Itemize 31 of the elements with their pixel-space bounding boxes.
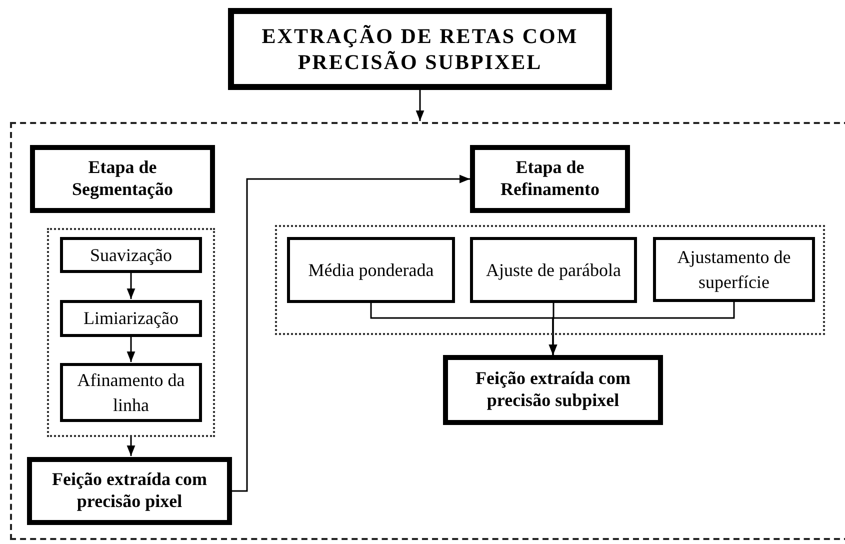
arrow	[126, 437, 136, 456]
arrow	[416, 90, 424, 121]
node-text: Feição extraída com precisão pixel	[51, 469, 208, 513]
process-box	[653, 237, 815, 302]
process-box	[287, 237, 455, 303]
stage-box	[470, 145, 630, 213]
node-text: Média ponderada	[307, 258, 435, 282]
node-text: Afinamento da linha	[76, 369, 186, 416]
process-box	[60, 237, 202, 273]
node-text: Etapa de Segmentação	[71, 157, 174, 201]
process-box	[470, 237, 637, 303]
stage-box	[30, 145, 215, 213]
node-text: Suavização	[89, 244, 173, 267]
arrow	[126, 273, 136, 299]
arrow	[548, 302, 735, 355]
node-text: Ajustamento de superfície	[676, 246, 792, 294]
node-text: Limiarização	[82, 307, 180, 330]
node-text: Feição extraída com precisão subpixel	[474, 368, 632, 412]
arrow	[232, 174, 470, 492]
node-text: Etapa de Refinamento	[500, 157, 600, 201]
dotted-group	[275, 225, 825, 335]
node-text: Ajuste de parábola	[485, 258, 622, 282]
node-text: EXTRAÇÃO DE RETAS COM PRECISÃO SUBPIXEL	[260, 22, 580, 76]
process-box	[60, 363, 202, 422]
process-box	[60, 300, 202, 337]
arrow	[126, 337, 136, 362]
stage-box	[27, 457, 232, 525]
title-box	[228, 8, 612, 90]
dashed-container	[10, 122, 845, 540]
stage-box	[443, 355, 663, 425]
dotted-group	[47, 228, 215, 437]
